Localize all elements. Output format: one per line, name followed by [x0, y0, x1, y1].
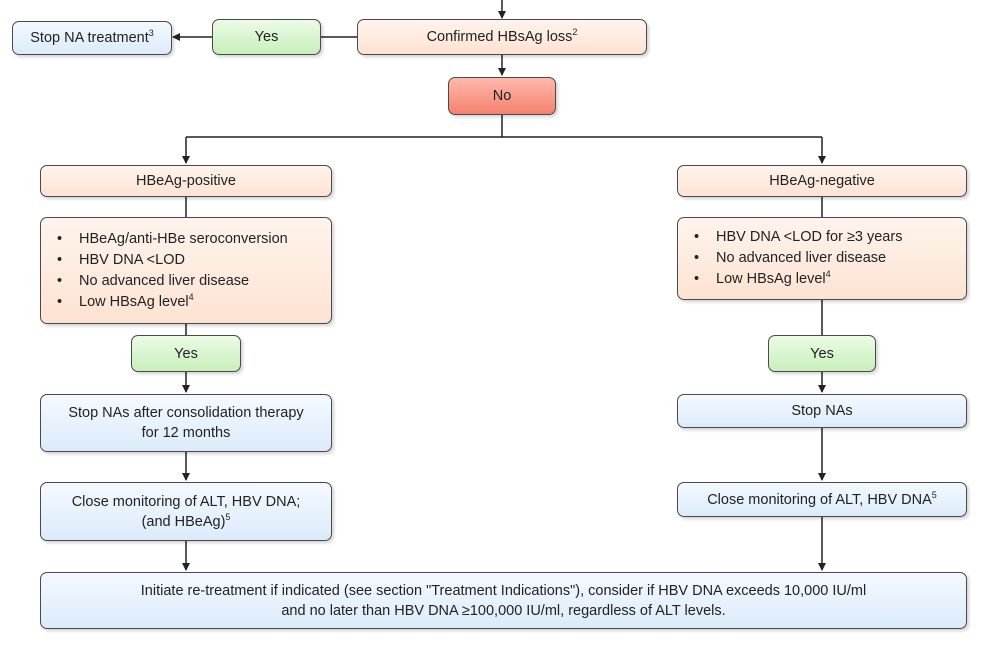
left-yes-label: Yes [174, 345, 198, 362]
criteria-item: No advanced liver disease [694, 248, 902, 269]
footnote-5: 5 [225, 511, 231, 522]
hbeag-negative-label: HBeAg-negative [769, 173, 875, 189]
right-yes-label: Yes [810, 345, 834, 362]
footnote-5: 5 [931, 489, 937, 500]
confirmed-hbsag-loss-box: Confirmed HBsAg loss2 [357, 19, 647, 55]
footnote-4: 4 [825, 269, 831, 280]
footnote-2: 2 [572, 27, 578, 38]
top-yes-label: Yes [254, 29, 279, 45]
hbeag-negative-box: HBeAg-negative [677, 165, 967, 197]
stop-nas-box: Stop NAs [677, 394, 967, 428]
criteria-item-text: Low HBsAg level [716, 271, 826, 287]
stop-nas-consolidation-box: Stop NAs after consolidation therapy for… [40, 394, 332, 452]
left-monitoring-line2: (and HBeAg) [141, 513, 226, 530]
hbeag-positive-label: HBeAg-positive [136, 173, 236, 189]
retreatment-line2: and no later than HBV DNA ≥100,000 IU/ml… [281, 602, 726, 619]
criteria-item: HBV DNA <LOD [57, 250, 288, 271]
criteria-item: Low HBsAg level4 [57, 292, 288, 313]
left-yes-box: Yes [131, 335, 241, 372]
right-close-monitoring-box: Close monitoring of ALT, HBV DNA5 [677, 482, 967, 517]
criteria-item-text: Low HBsAg level [79, 293, 189, 310]
hbeag-positive-box: HBeAg-positive [40, 165, 332, 197]
criteria-item: HBV DNA <LOD for ≥3 years [694, 227, 902, 248]
criteria-item: Low HBsAg level4 [694, 269, 902, 290]
right-monitoring-label: Close monitoring of ALT, HBV DNA [707, 491, 932, 508]
footnote-4: 4 [188, 291, 194, 302]
stop-nas-consolidation-line2: for 12 months [141, 425, 231, 441]
no-label: No [492, 88, 512, 104]
top-yes-box: Yes [212, 19, 321, 55]
stop-na-treatment-label: Stop NA treatment [30, 30, 149, 46]
left-close-monitoring-box: Close monitoring of ALT, HBV DNA; (and H… [40, 482, 332, 541]
hbeag-positive-criteria-list: HBeAg/anti-HBe seroconversion HBV DNA <L… [41, 229, 288, 313]
stop-nas-label: Stop NAs [791, 403, 853, 419]
hbeag-positive-criteria-box: HBeAg/anti-HBe seroconversion HBV DNA <L… [40, 217, 332, 324]
criteria-item: HBeAg/anti-HBe seroconversion [57, 229, 288, 250]
stop-na-treatment-box: Stop NA treatment3 [12, 21, 172, 55]
footnote-3: 3 [148, 28, 154, 39]
confirmed-hbsag-loss-label: Confirmed HBsAg loss [426, 29, 573, 45]
left-monitoring-line1: Close monitoring of ALT, HBV DNA; [71, 493, 301, 510]
stop-nas-consolidation-line1: Stop NAs after consolidation therapy [68, 405, 304, 421]
retreatment-line1: Initiate re-treatment if indicated (see … [140, 582, 867, 599]
retreatment-box: Initiate re-treatment if indicated (see … [40, 572, 967, 629]
criteria-item: No advanced liver disease [57, 271, 288, 292]
right-yes-box: Yes [768, 335, 876, 372]
hbeag-negative-criteria-box: HBV DNA <LOD for ≥3 years No advanced li… [677, 217, 967, 300]
no-box: No [448, 77, 556, 115]
hbeag-negative-criteria-list: HBV DNA <LOD for ≥3 years No advanced li… [678, 227, 902, 290]
line-no-split [186, 115, 503, 138]
